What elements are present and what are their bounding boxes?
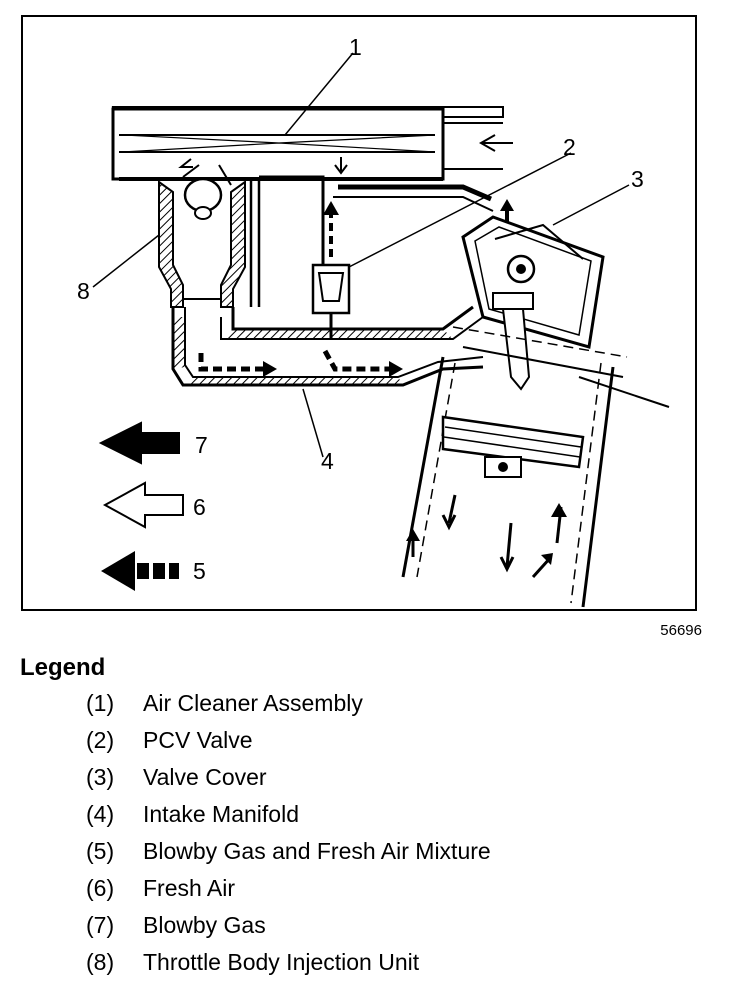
mixture-arrow-icon — [101, 551, 135, 591]
intake-manifold — [171, 305, 484, 387]
legend-number: (7) — [86, 912, 115, 938]
legend-number: (5) — [86, 838, 115, 864]
legend-label: Air Cleaner Assembly — [143, 690, 363, 716]
callout-7: 7 — [195, 432, 208, 458]
legend-label: Fresh Air — [143, 875, 236, 901]
legend-list: (1) Air Cleaner Assembly (2) PCV Valve (3)… — [86, 688, 491, 984]
throttle-body-injection-unit — [158, 177, 246, 308]
legend-number: (8) — [86, 949, 115, 975]
legend-number: (6) — [86, 875, 115, 901]
legend-item: (2) PCV Valve — [86, 725, 491, 762]
engine-cylinder-section — [401, 215, 670, 608]
legend-number: (3) — [86, 764, 115, 790]
callout-2: 2 — [563, 134, 576, 160]
pcv-system-diagram: 1 2 3 4 5 6 7 8 — [77, 34, 670, 608]
fresh-air-arrow-icon — [102, 481, 184, 529]
arrow-key — [98, 421, 184, 591]
callout-3: 3 — [631, 166, 644, 192]
legend-item: (3) Valve Cover — [86, 762, 491, 799]
callout-6: 6 — [193, 494, 206, 520]
figure-id: 56696 — [660, 622, 702, 639]
air-cleaner-assembly — [111, 106, 504, 181]
callout-1: 1 — [349, 34, 362, 60]
callout-4: 4 — [321, 448, 334, 474]
legend-label: PCV Valve — [143, 727, 253, 753]
legend-item: (4) Intake Manifold — [86, 799, 491, 836]
legend-item: (8) Throttle Body Injection Unit — [86, 947, 491, 984]
legend-number: (2) — [86, 727, 115, 753]
legend-label: Valve Cover — [143, 764, 267, 790]
legend-label: Intake Manifold — [143, 801, 299, 827]
legend-label: Blowby Gas — [143, 912, 266, 938]
legend-item: (6) Fresh Air — [86, 873, 491, 910]
leader-lines — [92, 52, 630, 458]
callout-5: 5 — [193, 558, 206, 584]
flow-arrows — [178, 134, 567, 579]
legend-label: Throttle Body Injection Unit — [143, 949, 420, 975]
legend-number: (4) — [86, 801, 115, 827]
pcv-hose-and-valve — [249, 175, 494, 339]
legend-label: Blowby Gas and Fresh Air Mixture — [143, 838, 491, 864]
legend-title: Legend — [20, 654, 106, 681]
legend-item: (5) Blowby Gas and Fresh Air Mixture — [86, 836, 491, 873]
blowby-gas-arrow-icon — [98, 421, 180, 465]
legend-item: (1) Air Cleaner Assembly — [86, 688, 491, 725]
legend-item: (7) Blowby Gas — [86, 910, 491, 947]
legend-number: (1) — [86, 690, 115, 716]
callout-8: 8 — [77, 278, 90, 304]
diagram-frame: 1 2 3 4 5 6 7 8 — [21, 15, 697, 611]
